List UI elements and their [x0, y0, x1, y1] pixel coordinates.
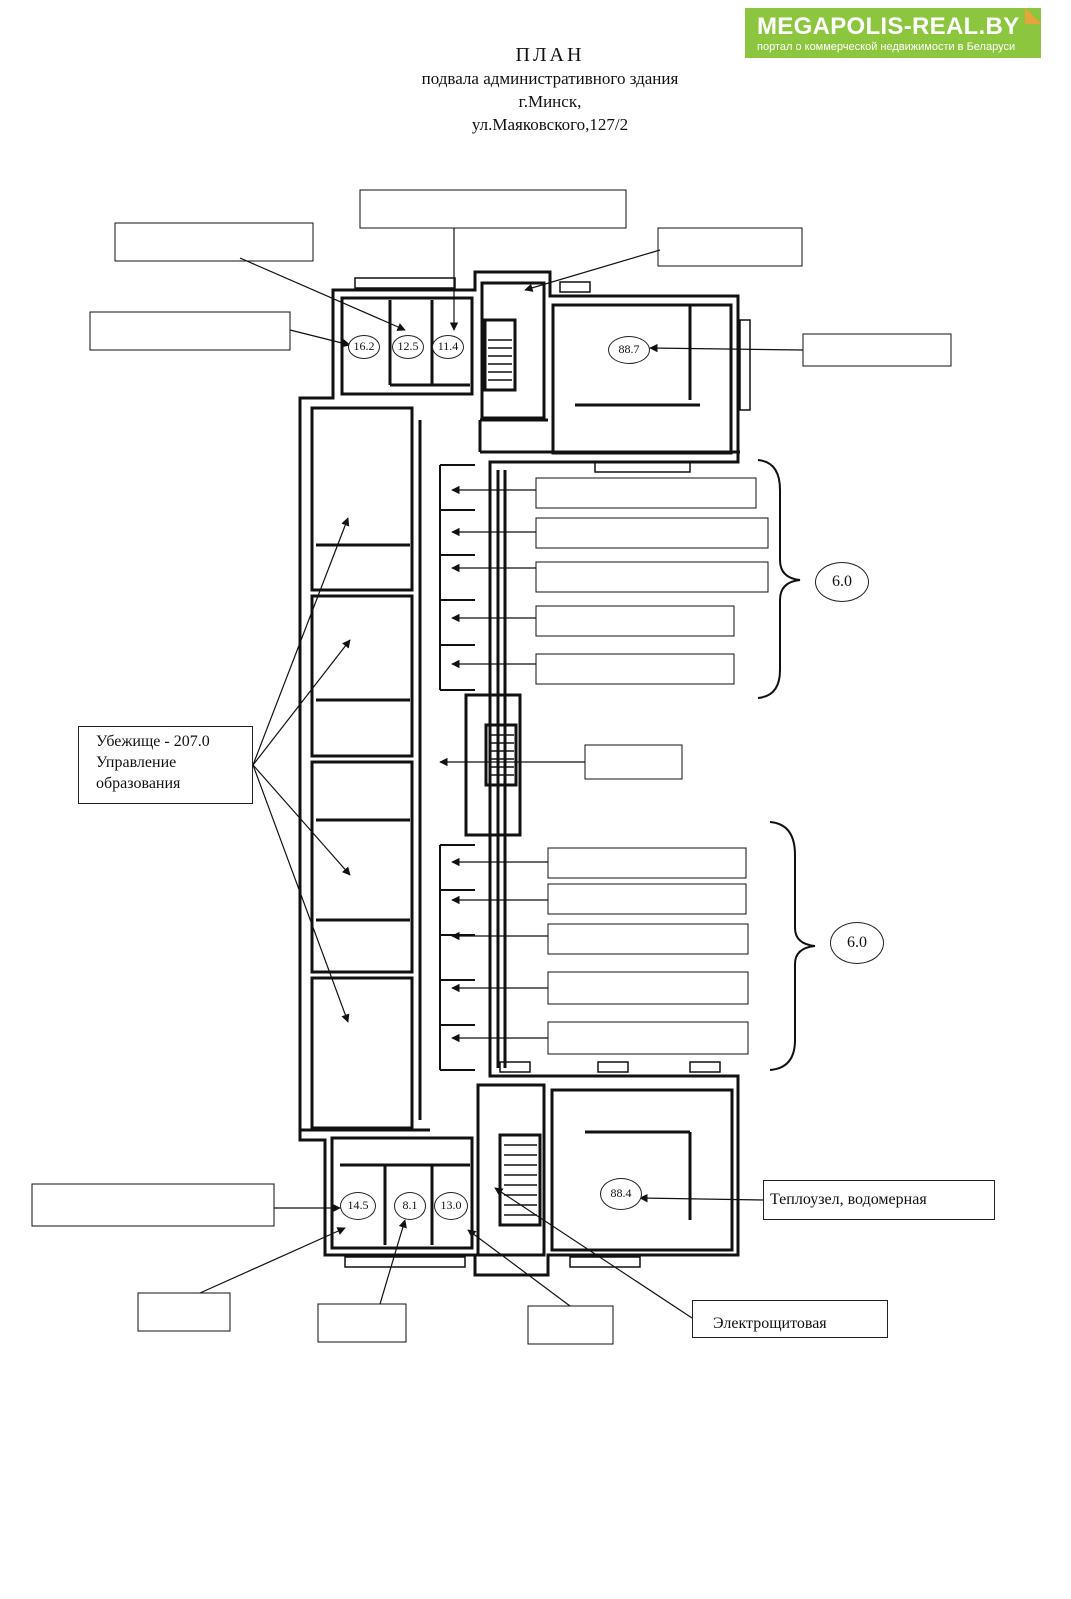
box-cell-7 [547, 883, 747, 915]
shelter-label-line-3: образования [96, 775, 181, 792]
box-mid [584, 744, 683, 780]
shelter-room-3 [310, 760, 414, 974]
area-16-2: 16.2 [348, 335, 380, 359]
plan-title: ПЛАН подвала административного здания г.… [340, 44, 760, 136]
box-cell-4 [535, 605, 735, 637]
banner-brand: MEGAPOLIS-REAL.BY [757, 13, 1020, 40]
shelter-room-4 [310, 976, 414, 1130]
banner-corner [1025, 8, 1041, 24]
box-north-right-1 [657, 227, 803, 267]
box-south-1 [137, 1292, 231, 1332]
heat-unit-label: Теплоузел, водомерная [763, 1180, 995, 1220]
electrical-room-label: Электрощитовая [692, 1300, 888, 1338]
north-stair-well [480, 281, 546, 420]
title-line-4: ул.Маяковского,127/2 [471, 115, 629, 134]
area-14-5: 14.5 [340, 1192, 376, 1220]
pointer-arrows [199, 228, 804, 1319]
area-group-top: 6.0 [815, 562, 869, 602]
outer-wall-west [298, 270, 740, 1277]
area-13-0: 13.0 [434, 1192, 468, 1220]
area-12-5: 12.5 [392, 335, 424, 359]
box-cell-10 [547, 1021, 749, 1055]
storage-cells [439, 464, 475, 1071]
area-88-4: 88.4 [600, 1178, 642, 1210]
title-line-3: г.Минск, [518, 92, 582, 111]
box-cell-5 [535, 653, 735, 685]
box-cell-1 [535, 477, 757, 509]
box-south-2 [317, 1303, 407, 1343]
shelter-label-line-2: Управление [96, 754, 177, 771]
central-stair [464, 693, 522, 837]
windows [344, 277, 751, 1268]
site-banner[interactable]: MEGAPOLIS-REAL.BY портал о коммерческой … [745, 8, 1041, 58]
shelter-room-1 [310, 406, 414, 592]
stair-inner-top [483, 318, 517, 392]
box-south-3 [527, 1305, 614, 1345]
area-group-bottom: 6.0 [830, 922, 884, 964]
box-cell-2 [535, 517, 769, 549]
area-11-4: 11.4 [432, 335, 464, 359]
south-stair-well [476, 1083, 546, 1257]
brace-bottom [769, 821, 816, 1071]
area-88-7: 88.7 [608, 336, 650, 364]
group-braces [757, 459, 816, 1071]
title-line-1: ПЛАН [515, 44, 585, 66]
title-line-2: подвала административного здания [421, 69, 679, 88]
box-north-left-1 [114, 222, 314, 262]
box-north-top [359, 189, 627, 229]
north-right-room [551, 303, 733, 455]
walls [298, 270, 740, 1277]
shelter-label-line-1: Убежище - 207.0 [96, 733, 210, 750]
box-cell-3 [535, 561, 769, 593]
area-8-1: 8.1 [394, 1192, 426, 1220]
box-north-right-2 [802, 333, 952, 367]
south-right-room [550, 1088, 734, 1252]
stair-treads [488, 339, 537, 1216]
banner-tagline: портал о коммерческой недвижимости в Бел… [757, 41, 1016, 53]
south-left-rooms [330, 1136, 474, 1250]
label-boxes [31, 189, 952, 1345]
box-cell-8 [547, 923, 749, 955]
box-south-left [31, 1183, 275, 1227]
box-north-left-2 [89, 311, 291, 351]
shelter-room-2 [310, 594, 414, 758]
brace-top [757, 459, 801, 699]
box-cell-9 [547, 971, 749, 1005]
shelter-label: Убежище - 207.0 Управление образования [78, 726, 253, 804]
box-cell-6 [547, 847, 747, 879]
